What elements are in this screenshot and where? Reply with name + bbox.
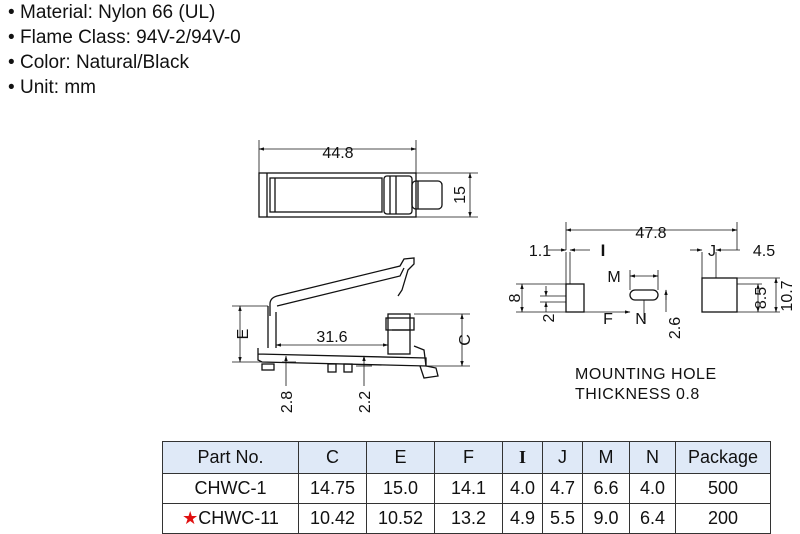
dim-side-22: 2.2 [357,391,374,413]
dim-mh-45: 4.5 [753,243,775,260]
spec-color-text: Color: Natural/Black [20,52,189,73]
dim-mh-107: 10.7 [779,280,796,311]
cell-n: 4.0 [629,473,676,504]
bullet: • [8,77,15,98]
cell-part: CHWC-1 [162,473,299,504]
dim-mh-m: M [607,269,620,286]
col-header-j: J [542,441,583,474]
dim-mh-width: 47.8 [635,225,666,242]
spec-unit: •Unit: mm [8,75,241,100]
spec-list: •Material: Nylon 66 (UL) •Flame Class: 9… [8,0,241,100]
cell-e: 10.52 [366,503,435,534]
cell-part: ★CHWC-11 [162,503,299,534]
technical-drawing: 44.8 15 E C 31.6 2.8 [232,140,796,413]
dim-mh-f: F [603,311,613,328]
dim-mh-85: 8.5 [753,287,770,309]
col-header-part-no: Part No. [162,441,299,474]
cell-package: 500 [675,473,771,504]
dim-mh-i: I [601,241,606,260]
col-header-n: N [629,441,676,474]
cell-c: 14.75 [298,473,367,504]
note-line-2: THICKNESS 0.8 [575,386,700,403]
cell-j: 4.7 [542,473,583,504]
spec-material-text: Material: Nylon 66 (UL) [20,2,216,23]
cell-i: 4.9 [502,503,543,534]
col-header-package: Package [675,441,771,474]
cell-m: 9.0 [582,503,630,534]
dim-mh-26: 2.6 [667,317,684,339]
cell-f: 13.2 [434,503,503,534]
cell-j: 5.5 [542,503,583,534]
dim-mh-11: 1.1 [529,243,551,260]
parts-table: Part No. C E F I J M N Package CHWC-1 14… [162,441,771,534]
mounting-hole-note: MOUNTING HOLE THICKNESS 0.8 [575,365,717,405]
mounting-hole-view [516,222,780,320]
col-header-i: I [502,441,543,474]
cell-e: 15.0 [366,473,435,504]
table-header-row: Part No. C E F I J M N Package [162,441,771,474]
spec-unit-text: Unit: mm [20,77,96,98]
cell-f: 14.1 [434,473,503,504]
col-header-f: F [434,441,503,474]
cell-i: 4.0 [502,473,543,504]
top-view [258,140,478,218]
cell-m: 6.6 [582,473,630,504]
bullet: • [8,2,15,23]
cell-n: 6.4 [629,503,676,534]
col-header-m: M [582,441,630,474]
col-header-e: E [366,441,435,474]
table-row: CHWC-1 14.75 15.0 14.1 4.0 4.7 6.6 4.0 5… [162,473,771,504]
dim-top-height: 15 [452,186,469,204]
star-icon: ★ [182,508,199,528]
dim-side-28: 2.8 [279,391,296,413]
spec-material: •Material: Nylon 66 (UL) [8,0,241,25]
dim-mh-n: N [635,311,647,328]
dim-mh-8: 8 [507,293,524,302]
table-row: ★CHWC-11 10.42 10.52 13.2 4.9 5.5 9.0 6.… [162,503,771,534]
dim-mh-j: J [708,243,716,260]
col-header-c: C [298,441,367,474]
spec-color: •Color: Natural/Black [8,50,241,75]
dim-side-e: E [235,329,252,340]
bullet: • [8,52,15,73]
note-line-1: MOUNTING HOLE [575,366,717,383]
side-view [232,257,470,386]
dim-mh-2: 2 [541,313,558,322]
cell-package: 200 [675,503,771,534]
spec-flame-class-text: Flame Class: 94V-2/94V-0 [20,27,241,48]
spec-flame-class: •Flame Class: 94V-2/94V-0 [8,25,241,50]
dim-side-length: 31.6 [316,329,347,346]
cell-part-text: CHWC-11 [198,508,279,528]
dim-top-width: 44.8 [322,145,353,162]
dim-side-c: C [457,334,474,346]
bullet: • [8,27,15,48]
cell-c: 10.42 [298,503,367,534]
